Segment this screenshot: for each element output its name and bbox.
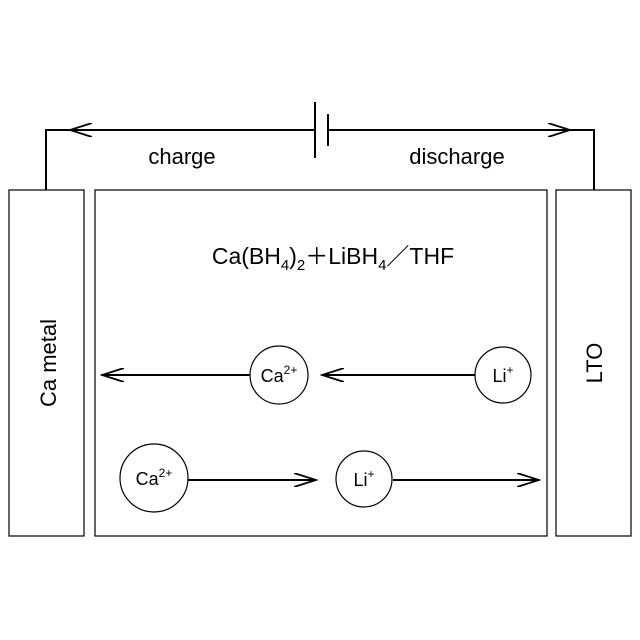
- discharge-label: discharge: [409, 144, 504, 169]
- ion-ca-discharge: Ca2+: [120, 444, 188, 512]
- ion-li-charge: Li+: [475, 347, 531, 403]
- charge-label: charge: [148, 144, 215, 169]
- ion-li-discharge: Li+: [336, 451, 392, 507]
- cathode-label: LTO: [582, 343, 607, 384]
- ion-ca-charge: Ca2+: [250, 346, 308, 404]
- anode-label: Ca metal: [36, 319, 61, 407]
